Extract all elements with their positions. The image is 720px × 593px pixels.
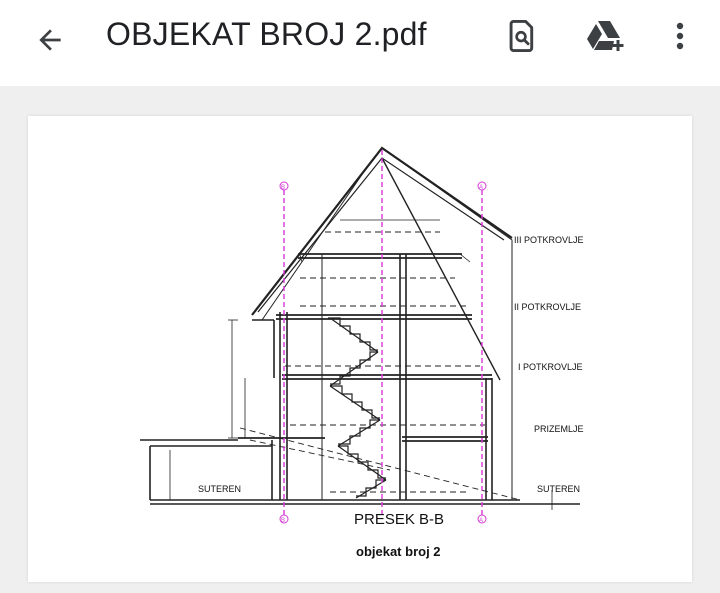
more-vertical-icon — [676, 22, 684, 50]
axis-label-left-top: B — [281, 185, 285, 191]
document-title: OBJEKAT BROJ 2.pdf — [106, 16, 427, 52]
label-ii-potkrovlje: II POTKROVLJE — [514, 302, 581, 312]
label-suteren-left: SUTEREN — [198, 484, 241, 494]
pdf-page[interactable]: III POTKROVLJE II POTKROVLJE I POTKROVLJ… — [28, 116, 692, 582]
pdf-viewer[interactable]: III POTKROVLJE II POTKROVLJE I POTKROVLJ… — [0, 86, 720, 593]
arrow-back-icon — [39, 29, 61, 51]
dashed-lines — [239, 231, 521, 501]
staircase — [328, 317, 387, 499]
section-title: PRESEK B-B — [354, 511, 444, 528]
axis-label-right-bottom: A — [479, 518, 483, 524]
walls — [140, 254, 493, 500]
section-drawing: III POTKROVLJE II POTKROVLJE I POTKROVLJ… — [140, 146, 584, 559]
add-to-drive-button[interactable] — [584, 14, 628, 58]
label-i-potkrovlje: I POTKROVLJE — [518, 362, 583, 372]
back-button[interactable] — [28, 18, 72, 62]
label-iii-potkrovlje: III POTKROVLJE — [514, 235, 584, 245]
more-options-button[interactable] — [658, 14, 702, 58]
roof-rafters — [299, 219, 471, 263]
add-to-drive-icon — [587, 21, 624, 51]
find-in-document-button[interactable] — [500, 14, 544, 58]
floor-slabs — [150, 253, 580, 505]
roof-outline — [251, 146, 513, 500]
axis-label-left-bottom: B — [281, 518, 285, 524]
dimension-lines — [169, 319, 553, 510]
find-in-document-icon — [509, 19, 534, 53]
axis-label-right-top: A — [479, 185, 483, 191]
drawing-subtitle: objekat broj 2 — [356, 544, 441, 559]
axis-lines — [283, 150, 483, 515]
label-suteren-right: SUTEREN — [537, 484, 580, 494]
app-bar: OBJEKAT BROJ 2.pdf — [0, 0, 720, 86]
label-prizemlje: PRIZEMLJE — [534, 424, 584, 434]
axis-markers — [279, 181, 487, 524]
